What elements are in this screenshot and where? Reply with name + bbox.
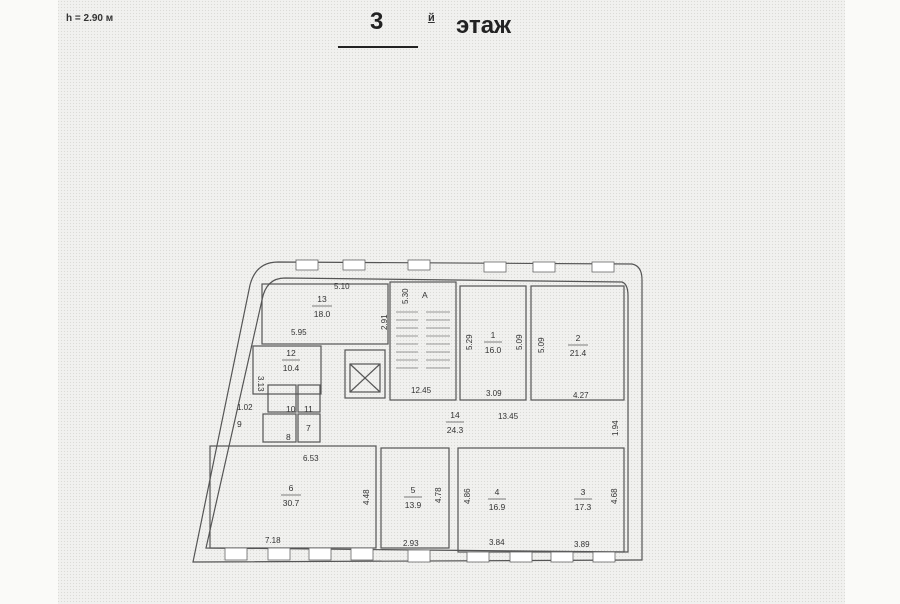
room-9-number: 9 [237,419,242,429]
dim-r4-side: 4.86 [463,488,472,504]
dim-r3-bottom: 3.89 [574,540,590,549]
room-6 [209,445,377,549]
stair-steps [396,311,450,369]
dim-r12-side: 3.13 [256,376,265,392]
elevator-shaft [349,363,381,393]
dim-r13-top: 5.10 [334,282,350,291]
dim-r13-bottom: 5.95 [291,328,307,337]
inner-wall [205,277,629,553]
dim-r5-side: 4.78 [434,487,443,503]
room-6-area: 30.7 [283,498,300,508]
dim-r6-side: 4.48 [362,489,371,505]
room-12-number: 12 [286,348,296,358]
wc-8 [262,413,297,443]
room-6-number: 6 [289,483,294,493]
room-12-area: 10.4 [283,363,300,373]
room-8-number: 8 [286,432,291,442]
dim-stair-side: 5.30 [401,288,410,304]
dim-r1-right: 5.09 [515,334,524,350]
room-14-number: 14 [450,410,460,420]
dim-r1-left: 5.29 [465,334,474,350]
room-2 [530,285,625,401]
room-2-number: 2 [576,333,581,343]
dim-r5-bottom: 2.93 [403,539,419,548]
dim-corridor-width: 1.94 [611,420,620,436]
floor-number-underline [338,46,418,48]
dim-r2-left: 5.09 [537,337,546,353]
room-14-area: 24.3 [447,425,464,435]
room-1-number: 1 [491,330,496,340]
room-13-area: 18.0 [314,309,331,319]
room-3-number: 3 [581,487,586,497]
room-10-number: 10 [286,404,296,414]
dim-r6-top: 6.53 [303,454,319,463]
wc-7 [297,413,321,443]
room-12 [252,345,322,395]
room-11-number: 11 [304,404,313,414]
page-margin-left [0,0,58,604]
wc-11 [297,384,321,413]
windows [224,259,616,563]
room-4-area: 16.9 [489,502,506,512]
elevator [344,349,386,399]
room-5-number: 5 [411,485,416,495]
dim-r4-bottom: 3.84 [489,538,505,547]
dim-r1-bottom: 3.09 [486,389,502,398]
wc-10 [267,384,297,413]
floor-suffix: й [428,12,435,24]
room-4-3 [457,447,625,553]
stair-label: А [422,290,428,300]
room-7-number: 7 [306,423,311,433]
floor-number: 3 [370,8,384,35]
outer-wall [192,261,643,563]
elevator-cross-2 [349,363,381,393]
dim-stair-bottom: 12.45 [411,386,432,395]
room-5-area: 13.9 [405,500,422,510]
room-13 [261,283,389,345]
dim-r6-bottom: 7.18 [265,536,281,545]
ceiling-height-label: h = 2.90 м [66,13,114,24]
dim-r3-side: 4.68 [610,488,619,504]
dim-r2-bottom: 4.27 [573,391,589,400]
dim-corridor-length: 13.45 [498,412,519,421]
dim-r13-side: 2.91 [380,314,389,330]
room-13-number: 13 [317,294,327,304]
floor-word: этаж [456,12,512,39]
room-5 [380,447,450,549]
room-2-area: 21.4 [570,348,587,358]
room-1-area: 16.0 [485,345,502,355]
stair [389,281,457,401]
room-1 [459,285,527,401]
page-margin-right [845,0,900,604]
room-3-area: 17.3 [575,502,592,512]
room-4-number: 4 [495,487,500,497]
dim-r9-width: 1.02 [237,403,253,412]
